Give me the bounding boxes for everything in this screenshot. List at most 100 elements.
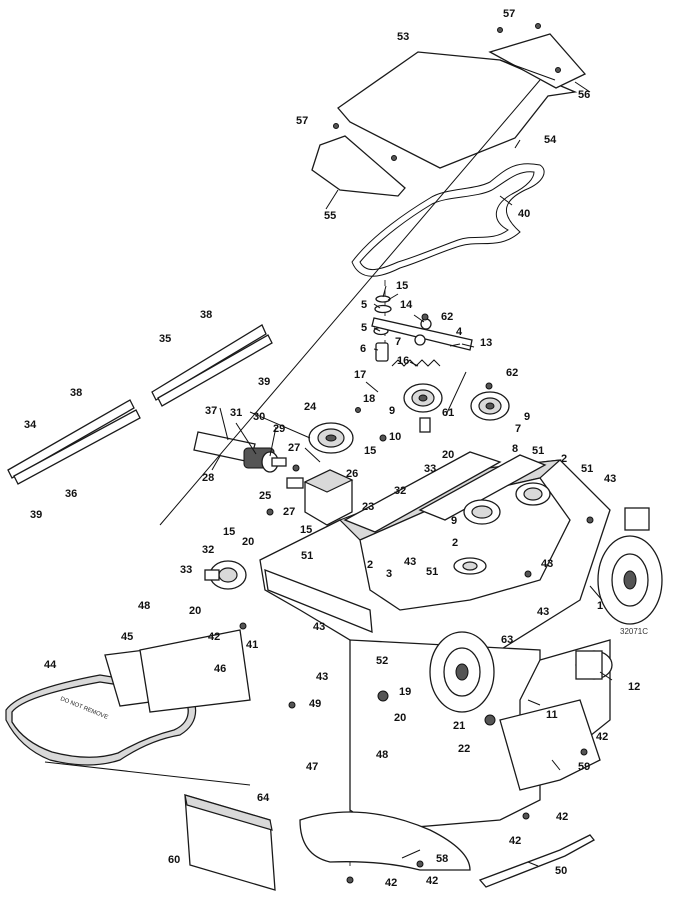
callout-20-left: 20 xyxy=(242,536,254,548)
callout-43-b: 43 xyxy=(404,556,416,568)
callout-50: 50 xyxy=(555,865,567,877)
callout-9-c: 9 xyxy=(451,515,457,527)
callout-62-mid: 62 xyxy=(506,367,518,379)
drive-shaft-assembly xyxy=(193,431,287,473)
callout-32-mid: 32 xyxy=(394,485,406,497)
callout-21: 21 xyxy=(453,720,465,732)
deck-pulley-center xyxy=(463,499,501,525)
gearbox xyxy=(286,469,354,526)
callout-43-f: 43 xyxy=(316,671,328,683)
mower-blade xyxy=(478,834,595,888)
callout-9-b: 9 xyxy=(524,411,530,423)
guard-rail-left xyxy=(7,399,141,485)
callout-62-top: 62 xyxy=(441,311,453,323)
callout-51-d: 51 xyxy=(426,566,438,578)
callout-43-c: 43 xyxy=(541,558,553,570)
idler-pulley-left xyxy=(403,383,443,413)
callout-28: 28 xyxy=(202,472,214,484)
idler-pulley-right xyxy=(470,391,510,421)
callout-leaders xyxy=(159,79,613,867)
callout-49: 49 xyxy=(309,698,321,710)
callout-41: 41 xyxy=(246,639,258,651)
callout-22: 22 xyxy=(458,743,470,755)
callout-64: 64 xyxy=(257,792,270,804)
callout-48-low: 48 xyxy=(376,749,388,761)
caster-wheel-front xyxy=(429,631,495,713)
callout-20-mid: 20 xyxy=(442,449,454,461)
callout-42-e: 42 xyxy=(426,875,438,887)
callout-15-low: 15 xyxy=(300,524,312,536)
callout-27-a: 27 xyxy=(288,442,300,454)
callout-23: 23 xyxy=(362,501,374,513)
callout-53: 53 xyxy=(397,31,409,43)
callout-19: 19 xyxy=(399,686,411,698)
callout-33-top: 33 xyxy=(424,463,436,475)
callout-43-d: 43 xyxy=(537,606,549,618)
callout-40: 40 xyxy=(518,208,530,220)
side-pulley xyxy=(204,560,247,590)
callout-32-left: 32 xyxy=(202,544,214,556)
callout-31: 31 xyxy=(230,407,242,419)
callout-56: 56 xyxy=(578,89,590,101)
callout-44: 44 xyxy=(44,659,57,671)
callout-51-b: 51 xyxy=(581,463,593,475)
callout-11: 11 xyxy=(546,709,558,721)
callout-55: 55 xyxy=(324,210,336,222)
deck-pulley-right xyxy=(515,482,551,506)
callout-2-b: 2 xyxy=(452,537,458,549)
callout-labels: 53 57 56 57 54 55 40 15 5 14 62 5 4 7 13… xyxy=(24,8,640,889)
drawing-code: 32071C xyxy=(620,627,648,636)
callout-17: 17 xyxy=(354,369,366,381)
callout-25: 25 xyxy=(259,490,271,502)
callout-47: 47 xyxy=(306,761,318,773)
callout-38-right: 38 xyxy=(200,309,212,321)
callout-36: 36 xyxy=(65,488,77,500)
callout-51-c: 51 xyxy=(301,550,313,562)
callout-42-c: 42 xyxy=(556,811,568,823)
callout-35: 35 xyxy=(159,333,171,345)
callout-48-top: 48 xyxy=(138,600,150,612)
callout-10: 10 xyxy=(389,431,401,443)
callout-52: 52 xyxy=(376,655,388,667)
callout-46: 46 xyxy=(214,663,226,675)
guard-rail-right xyxy=(151,324,273,407)
callout-63: 63 xyxy=(501,634,513,646)
belt-cover-main xyxy=(337,51,578,169)
hardware-bolts xyxy=(239,23,594,884)
callout-7-a: 7 xyxy=(395,336,401,348)
baffle-plate xyxy=(184,794,276,891)
anti-scalp-roller xyxy=(575,650,613,680)
mower-deck xyxy=(259,451,611,871)
callout-26: 26 xyxy=(346,468,358,480)
callout-24: 24 xyxy=(304,401,317,413)
callout-1: 1 xyxy=(597,600,603,612)
callout-7-b: 7 xyxy=(515,423,521,435)
callout-39-left: 39 xyxy=(30,509,42,521)
callout-29: 29 xyxy=(273,423,285,435)
callout-14: 14 xyxy=(400,299,413,311)
callout-42-d: 42 xyxy=(509,835,521,847)
callout-45: 45 xyxy=(121,631,133,643)
callout-61: 61 xyxy=(442,407,454,419)
callout-30: 30 xyxy=(253,411,265,423)
callout-38-left: 38 xyxy=(70,387,82,399)
spindle-pulley xyxy=(308,422,354,454)
callout-20-low: 20 xyxy=(189,605,201,617)
drive-belt xyxy=(351,163,545,277)
callout-43-a: 43 xyxy=(604,473,616,485)
callout-18: 18 xyxy=(363,393,375,405)
callout-16: 16 xyxy=(397,355,409,367)
callout-8: 8 xyxy=(512,443,518,455)
callout-37: 37 xyxy=(205,405,217,417)
callout-13: 13 xyxy=(480,337,492,349)
callout-42-b: 42 xyxy=(596,731,608,743)
belt-cover-plate-right xyxy=(488,33,587,89)
callout-15-mid: 15 xyxy=(364,445,376,457)
callout-9-a: 9 xyxy=(389,405,395,417)
callout-58: 58 xyxy=(436,853,448,865)
callout-2-c: 2 xyxy=(367,559,373,571)
callout-43-e: 43 xyxy=(313,621,325,633)
callout-15-left: 15 xyxy=(223,526,235,538)
callout-34: 34 xyxy=(24,419,37,431)
